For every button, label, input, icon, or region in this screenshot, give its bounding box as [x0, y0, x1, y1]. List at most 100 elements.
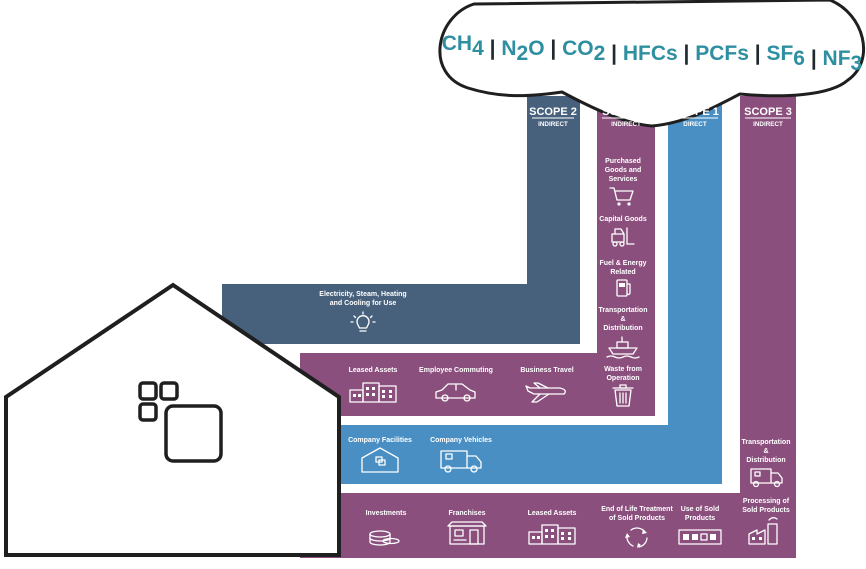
item-label: Fuel & Energy [599, 260, 646, 267]
item-label: Distribution [603, 325, 642, 332]
building-icon [528, 524, 576, 545]
building-icon [349, 382, 397, 403]
item-label: Electricity, Steam, Heating [319, 291, 406, 298]
item-label: Operation [606, 375, 639, 382]
item-label: Employee Commuting [419, 367, 493, 374]
scope3-downstream-header: SCOPE 3 INDIRECT [744, 106, 792, 128]
airplane-icon [525, 382, 566, 403]
business-travel-item: Business Travel [520, 367, 574, 403]
gas-subscript: 2 [517, 42, 529, 65]
recycle-icon [625, 527, 648, 548]
product-box-icon [678, 529, 722, 545]
waste-from-operation-item: Waste from Operation [604, 366, 642, 407]
item-label: Waste from [604, 366, 642, 373]
gas-formula-tail: O [528, 37, 544, 60]
scope1-direct-header: SCOPE 1 DIRECT [671, 106, 719, 128]
item-label: Goods and [605, 167, 642, 174]
transportation-distribution-upstream-item: Transportation & Distribution [598, 307, 648, 359]
fuel-energy-item: Fuel & Energy Related [599, 260, 647, 297]
scope3-downstream-band [300, 96, 796, 558]
item-label: Related [610, 269, 635, 276]
truck-icon [440, 450, 482, 473]
gas-formula: PCFs [695, 42, 749, 65]
franchises-item: Franchises [447, 510, 487, 545]
scope3-upstream-header: SCOPE 3 INDIRECT [602, 106, 650, 128]
gas-subscript: 4 [472, 37, 484, 60]
lightbulb-icon [350, 311, 376, 332]
leased-assets-upstream-item: Leased Assets [349, 367, 398, 403]
gas-separator: | [805, 47, 823, 70]
item-label: Company Vehicles [430, 437, 492, 444]
item-label: & [763, 448, 768, 455]
item-label: Investments [366, 510, 407, 517]
trash-can-icon [612, 384, 634, 407]
facility-icon [361, 447, 399, 473]
item-label: Business Travel [520, 367, 573, 374]
header-title: SCOPE 2 [529, 106, 577, 118]
fuel-pump-icon [616, 279, 631, 297]
gas-separator: | [678, 42, 696, 65]
transportation-distribution-downstream-item: Transportation & Distribution [741, 439, 791, 488]
gas-formula: CO [562, 37, 594, 60]
item-label: Purchased [605, 158, 641, 165]
gas-formula: N [501, 37, 516, 60]
header-title: SCOPE 3 [744, 106, 792, 118]
storefront-icon [447, 521, 487, 545]
header-subtitle: INDIRECT [611, 121, 641, 128]
item-label: Processing of [743, 498, 790, 505]
item-label: Transportation [598, 307, 647, 314]
item-label: Capital Goods [599, 216, 647, 223]
electricity-steam-heating-item: Electricity, Steam, Heating and Cooling … [319, 291, 407, 332]
purchased-goods-item: Purchased Goods and Services [605, 158, 642, 206]
gas-formula: SF [766, 42, 793, 65]
item-label: and Cooling for Use [330, 300, 397, 307]
processing-of-sold-products-item: Processing of Sold Products [742, 498, 790, 545]
emissions-cloud [438, 0, 866, 128]
item-label: End of Life Treatment [601, 506, 673, 513]
company-facilities-item: Company Facilities [348, 437, 412, 473]
end-of-life-treatment-item: End of Life Treatment of Sold Products [601, 506, 673, 548]
item-label: Sold Products [742, 507, 790, 514]
item-label: Transportation [741, 439, 790, 446]
leased-assets-downstream-item: Leased Assets [528, 510, 577, 545]
scope2-indirect-header: SCOPE 2 INDIRECT [529, 106, 577, 128]
truck-icon [750, 468, 783, 488]
header-subtitle: INDIRECT [538, 121, 568, 128]
item-label: Leased Assets [349, 367, 398, 374]
header-subtitle: INDIRECT [753, 121, 783, 128]
header-title: SCOPE 1 [671, 106, 719, 118]
item-label: Leased Assets [528, 510, 577, 517]
ship-icon [606, 336, 640, 359]
scope3-upstream-band [300, 96, 655, 416]
item-label: Use of Sold [681, 506, 720, 513]
coins-icon [369, 530, 400, 546]
greenhouse-gas-formulas: CH4 | N2O | CO2 | HFCs | PCFs | SF6 | NF… [442, 32, 862, 75]
gas-formula: CH [442, 32, 472, 55]
forklift-icon [611, 227, 635, 247]
scope1-band [300, 96, 722, 484]
greenhouse-gases: CH4 | N2O | CO2 | HFCs | PCFs | SF6 | NF… [442, 32, 862, 75]
gas-subscript: 2 [594, 42, 606, 65]
item-label: Services [609, 176, 638, 183]
investments-item: Investments [366, 510, 407, 546]
gas-separator: | [749, 42, 767, 65]
header-title: SCOPE 3 [602, 106, 650, 118]
organization-logo-icon [138, 381, 223, 463]
company-vehicles-item: Company Vehicles [430, 437, 492, 473]
gas-separator: | [605, 42, 623, 65]
gas-formula: HFCs [623, 42, 678, 65]
gas-separator: | [484, 37, 502, 60]
gas-separator: | [545, 37, 563, 60]
shopping-cart-icon [609, 187, 634, 206]
car-icon [435, 383, 476, 402]
factory-icon [748, 517, 778, 545]
item-label: Products [685, 515, 715, 522]
item-label: Franchises [449, 510, 486, 517]
capital-goods-item: Capital Goods [599, 216, 647, 247]
item-label: of Sold Products [609, 515, 665, 522]
item-label: Distribution [746, 457, 785, 464]
gas-subscript: 3 [851, 52, 863, 75]
item-label: Company Facilities [348, 437, 412, 444]
scope2-band [222, 96, 580, 344]
